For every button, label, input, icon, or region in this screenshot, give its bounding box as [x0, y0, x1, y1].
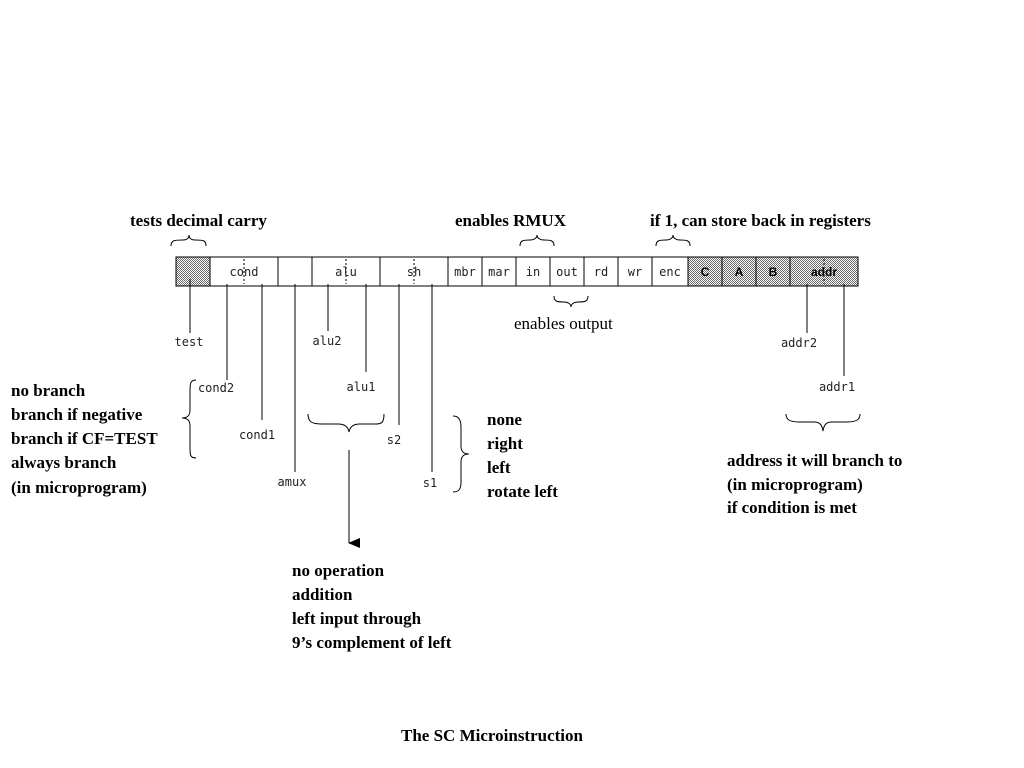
shift-option: none: [487, 410, 522, 429]
subfield-cond1: cond1: [239, 428, 275, 442]
field-in: [515, 256, 551, 287]
shift-option: rotate left: [487, 482, 558, 501]
cond-brace: [181, 379, 197, 459]
alu-option: 9’s complement of left: [292, 633, 452, 652]
addr-notes: address it will branch to (in microprogr…: [727, 451, 902, 517]
field-test: [175, 256, 211, 287]
subfield-amux: amux: [278, 475, 307, 489]
alu-option: no operation: [292, 561, 385, 580]
field-b: [755, 256, 791, 287]
subfield-addr2: addr2: [781, 336, 817, 350]
field-addr: [789, 256, 859, 287]
rmux-brace: [519, 234, 555, 247]
subfield-test: test: [175, 335, 204, 349]
shift-option: left: [487, 458, 511, 477]
store-back-note: if 1, can store back in registers: [650, 211, 871, 230]
alu-brace: [307, 413, 385, 433]
field-label-cond: cond: [230, 265, 259, 279]
shift-brace: [452, 415, 470, 493]
field-label-sh: sh: [407, 265, 421, 279]
field-label-addr: addr: [811, 265, 837, 279]
field-rd: [583, 256, 619, 287]
field-label-in: in: [526, 265, 540, 279]
field-label-mar: mar: [488, 265, 510, 279]
subfield-s1: s1: [423, 476, 437, 490]
cond-option: branch if negative: [11, 405, 143, 424]
test-brace: [170, 234, 207, 247]
field-wr: [617, 256, 653, 287]
field-label-wr: wr: [628, 265, 642, 279]
subfield-alu1: alu1: [347, 380, 376, 394]
field-label-rd: rd: [594, 265, 608, 279]
field-label-enc: enc: [659, 265, 681, 279]
subfield-alu2: alu2: [313, 334, 342, 348]
field-a: [721, 256, 757, 287]
field-label-out: out: [556, 265, 578, 279]
cond-option: (in microprogram): [11, 478, 147, 497]
field-amux: [277, 256, 313, 287]
field-mar: [481, 256, 517, 287]
alu-option: addition: [292, 585, 353, 604]
enc-brace: [655, 234, 691, 247]
shift-option: right: [487, 434, 523, 453]
cond-option: no branch: [11, 381, 86, 400]
subfield-cond2: cond2: [198, 381, 234, 395]
field-out: [549, 256, 585, 287]
shift-options: none right left rotate left: [487, 410, 558, 501]
rmux-note: enables RMUX: [455, 211, 567, 230]
output-note: enables output: [514, 314, 613, 333]
output-brace: [553, 295, 589, 308]
field-label-alu: alu: [335, 265, 357, 279]
addr-brace: [785, 413, 861, 432]
field-label-c: C: [701, 265, 710, 279]
subfield-s2: s2: [387, 433, 401, 447]
microinstruction-register: cond alu sh mbr mar in out rd wr enc C A…: [175, 256, 859, 287]
alu-option: left input through: [292, 609, 422, 628]
subfield-addr1: addr1: [819, 380, 855, 394]
field-enc: [651, 256, 689, 287]
cond-option: branch if CF=TEST: [11, 429, 158, 448]
field-label-mbr: mbr: [454, 265, 476, 279]
decimal-carry-note: tests decimal carry: [130, 211, 267, 230]
cond-options: no branch branch if negative branch if C…: [11, 381, 158, 497]
field-label-b: B: [769, 265, 778, 279]
addr-note: if condition is met: [727, 498, 857, 517]
figure-title: The SC Microinstruction: [401, 726, 584, 745]
alu-options: no operation addition left input through…: [292, 561, 452, 652]
cond-option: always branch: [11, 453, 117, 472]
field-label-a: A: [735, 265, 744, 279]
addr-note: (in microprogram): [727, 475, 863, 494]
addr-note: address it will branch to: [727, 451, 902, 470]
